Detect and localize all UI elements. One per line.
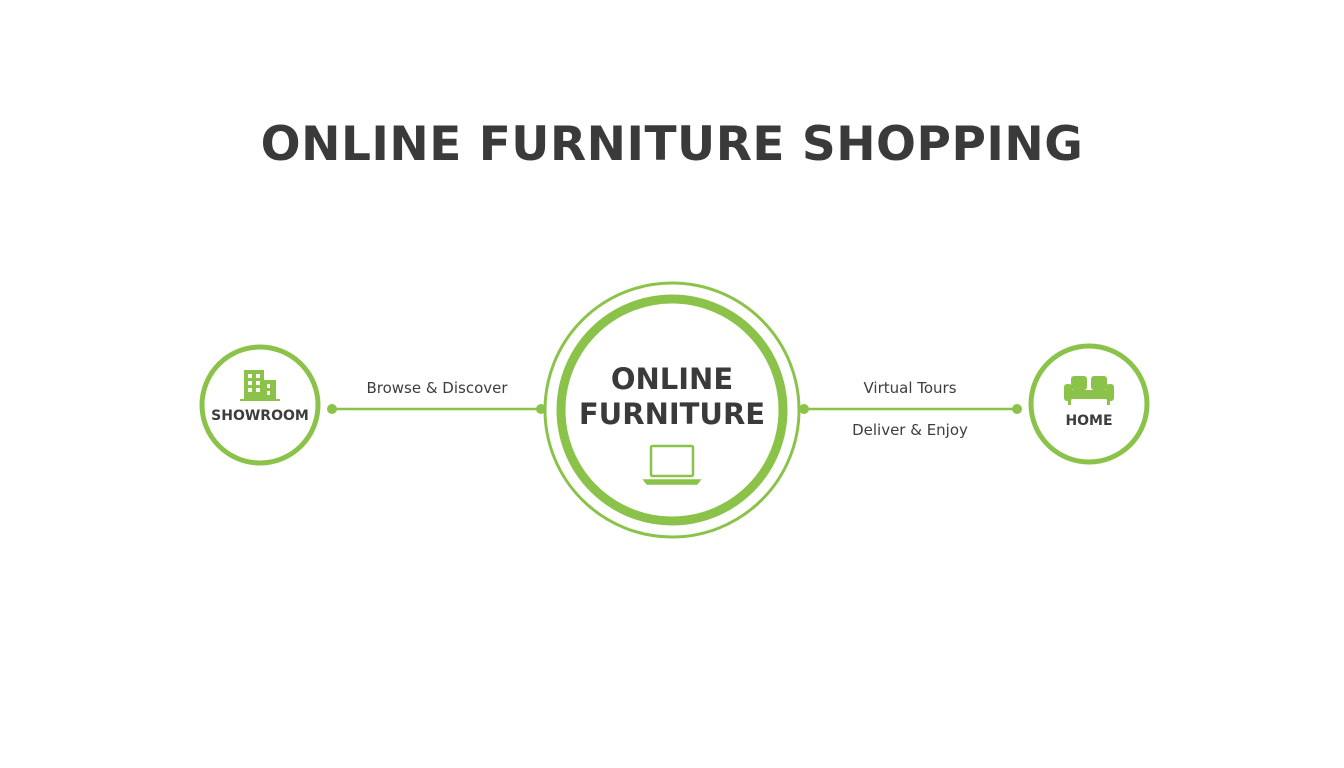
online-furniture-label-line2: FURNITURE — [578, 397, 766, 431]
virtual-tours-label: Virtual Tours — [863, 379, 957, 397]
online-furniture-label: ONLINE FURNITURE — [572, 362, 772, 432]
left-connector-dot-end — [536, 404, 546, 414]
home-node — [1028, 343, 1150, 465]
browse-discover-label: Browse & Discover — [366, 379, 508, 397]
showroom-label: SHOWROOM — [211, 408, 309, 424]
showroom-node — [199, 344, 321, 466]
home-label: HOME — [1065, 413, 1113, 429]
laptop-icon — [642, 444, 702, 485]
right-connector-dot-start — [799, 404, 809, 414]
sofa-icon — [1064, 376, 1114, 405]
left-connector-dot-start — [327, 404, 337, 414]
online-furniture-node — [556, 294, 788, 526]
diagram-title: ONLINE FURNITURE SHOPPING — [260, 117, 1084, 172]
deliver-enjoy-label: Deliver & Enjoy — [852, 421, 968, 439]
building-icon — [240, 370, 280, 401]
right-connector-dot-end — [1012, 404, 1022, 414]
online-furniture-label-line1: ONLINE — [610, 362, 734, 396]
